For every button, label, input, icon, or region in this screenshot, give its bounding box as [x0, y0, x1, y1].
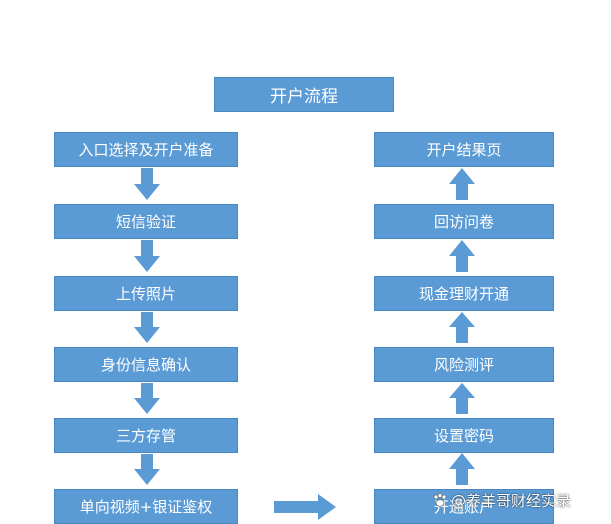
- right-step-4-label: 现金理财开通: [418, 285, 509, 303]
- down-arrow-2: [134, 240, 160, 272]
- down-arrow-1: [134, 168, 160, 200]
- up-arrow-1: [449, 453, 475, 485]
- left-step-5-label: 三方存管: [115, 427, 176, 445]
- left-step-5: 三方存管: [54, 418, 238, 453]
- left-step-1: 入口选择及开户准备: [54, 132, 238, 167]
- left-step-6-label: 单向视频+银证鉴权: [79, 498, 213, 516]
- title-text: 开户流程: [270, 87, 338, 107]
- up-arrow-5: [449, 168, 475, 200]
- right-step-1: 开通账户: [374, 489, 554, 524]
- down-arrow-4: [134, 383, 160, 414]
- left-step-2: 短信验证: [54, 204, 238, 239]
- watermark: @养羊哥财经实录: [432, 484, 611, 516]
- left-step-3-label: 上传照片: [115, 285, 176, 303]
- left-step-6: 单向视频+银证鉴权: [54, 489, 238, 524]
- left-step-2-label: 短信验证: [115, 213, 176, 231]
- right-step-6-label: 开户结果页: [426, 141, 502, 159]
- down-arrow-5: [134, 454, 160, 485]
- right-step-2: 设置密码: [374, 418, 554, 453]
- right-step-2-label: 设置密码: [433, 427, 494, 445]
- left-step-1-label: 入口选择及开户准备: [78, 141, 214, 159]
- left-step-4-label: 身份信息确认: [100, 356, 191, 374]
- watermark-text: @养羊哥财经实录: [451, 491, 572, 510]
- title-box: 开户流程: [214, 77, 394, 112]
- right-step-3: 风险测评: [374, 347, 554, 382]
- left-step-4: 身份信息确认: [54, 347, 238, 382]
- right-step-3-label: 风险测评: [433, 356, 494, 374]
- up-arrow-2: [449, 383, 475, 414]
- right-step-6: 开户结果页: [374, 132, 554, 167]
- left-step-3: 上传照片: [54, 276, 238, 311]
- right-step-5-label: 回访问卷: [433, 213, 494, 231]
- right-step-5: 回访问卷: [374, 204, 554, 239]
- down-arrow-3: [134, 312, 160, 343]
- paw-icon: [433, 493, 447, 507]
- right-arrow: [274, 494, 336, 520]
- right-step-4: 现金理财开通: [374, 276, 554, 311]
- right-step-1-label: 开通账户: [433, 498, 494, 516]
- up-arrow-4: [449, 240, 475, 272]
- up-arrow-3: [449, 312, 475, 343]
